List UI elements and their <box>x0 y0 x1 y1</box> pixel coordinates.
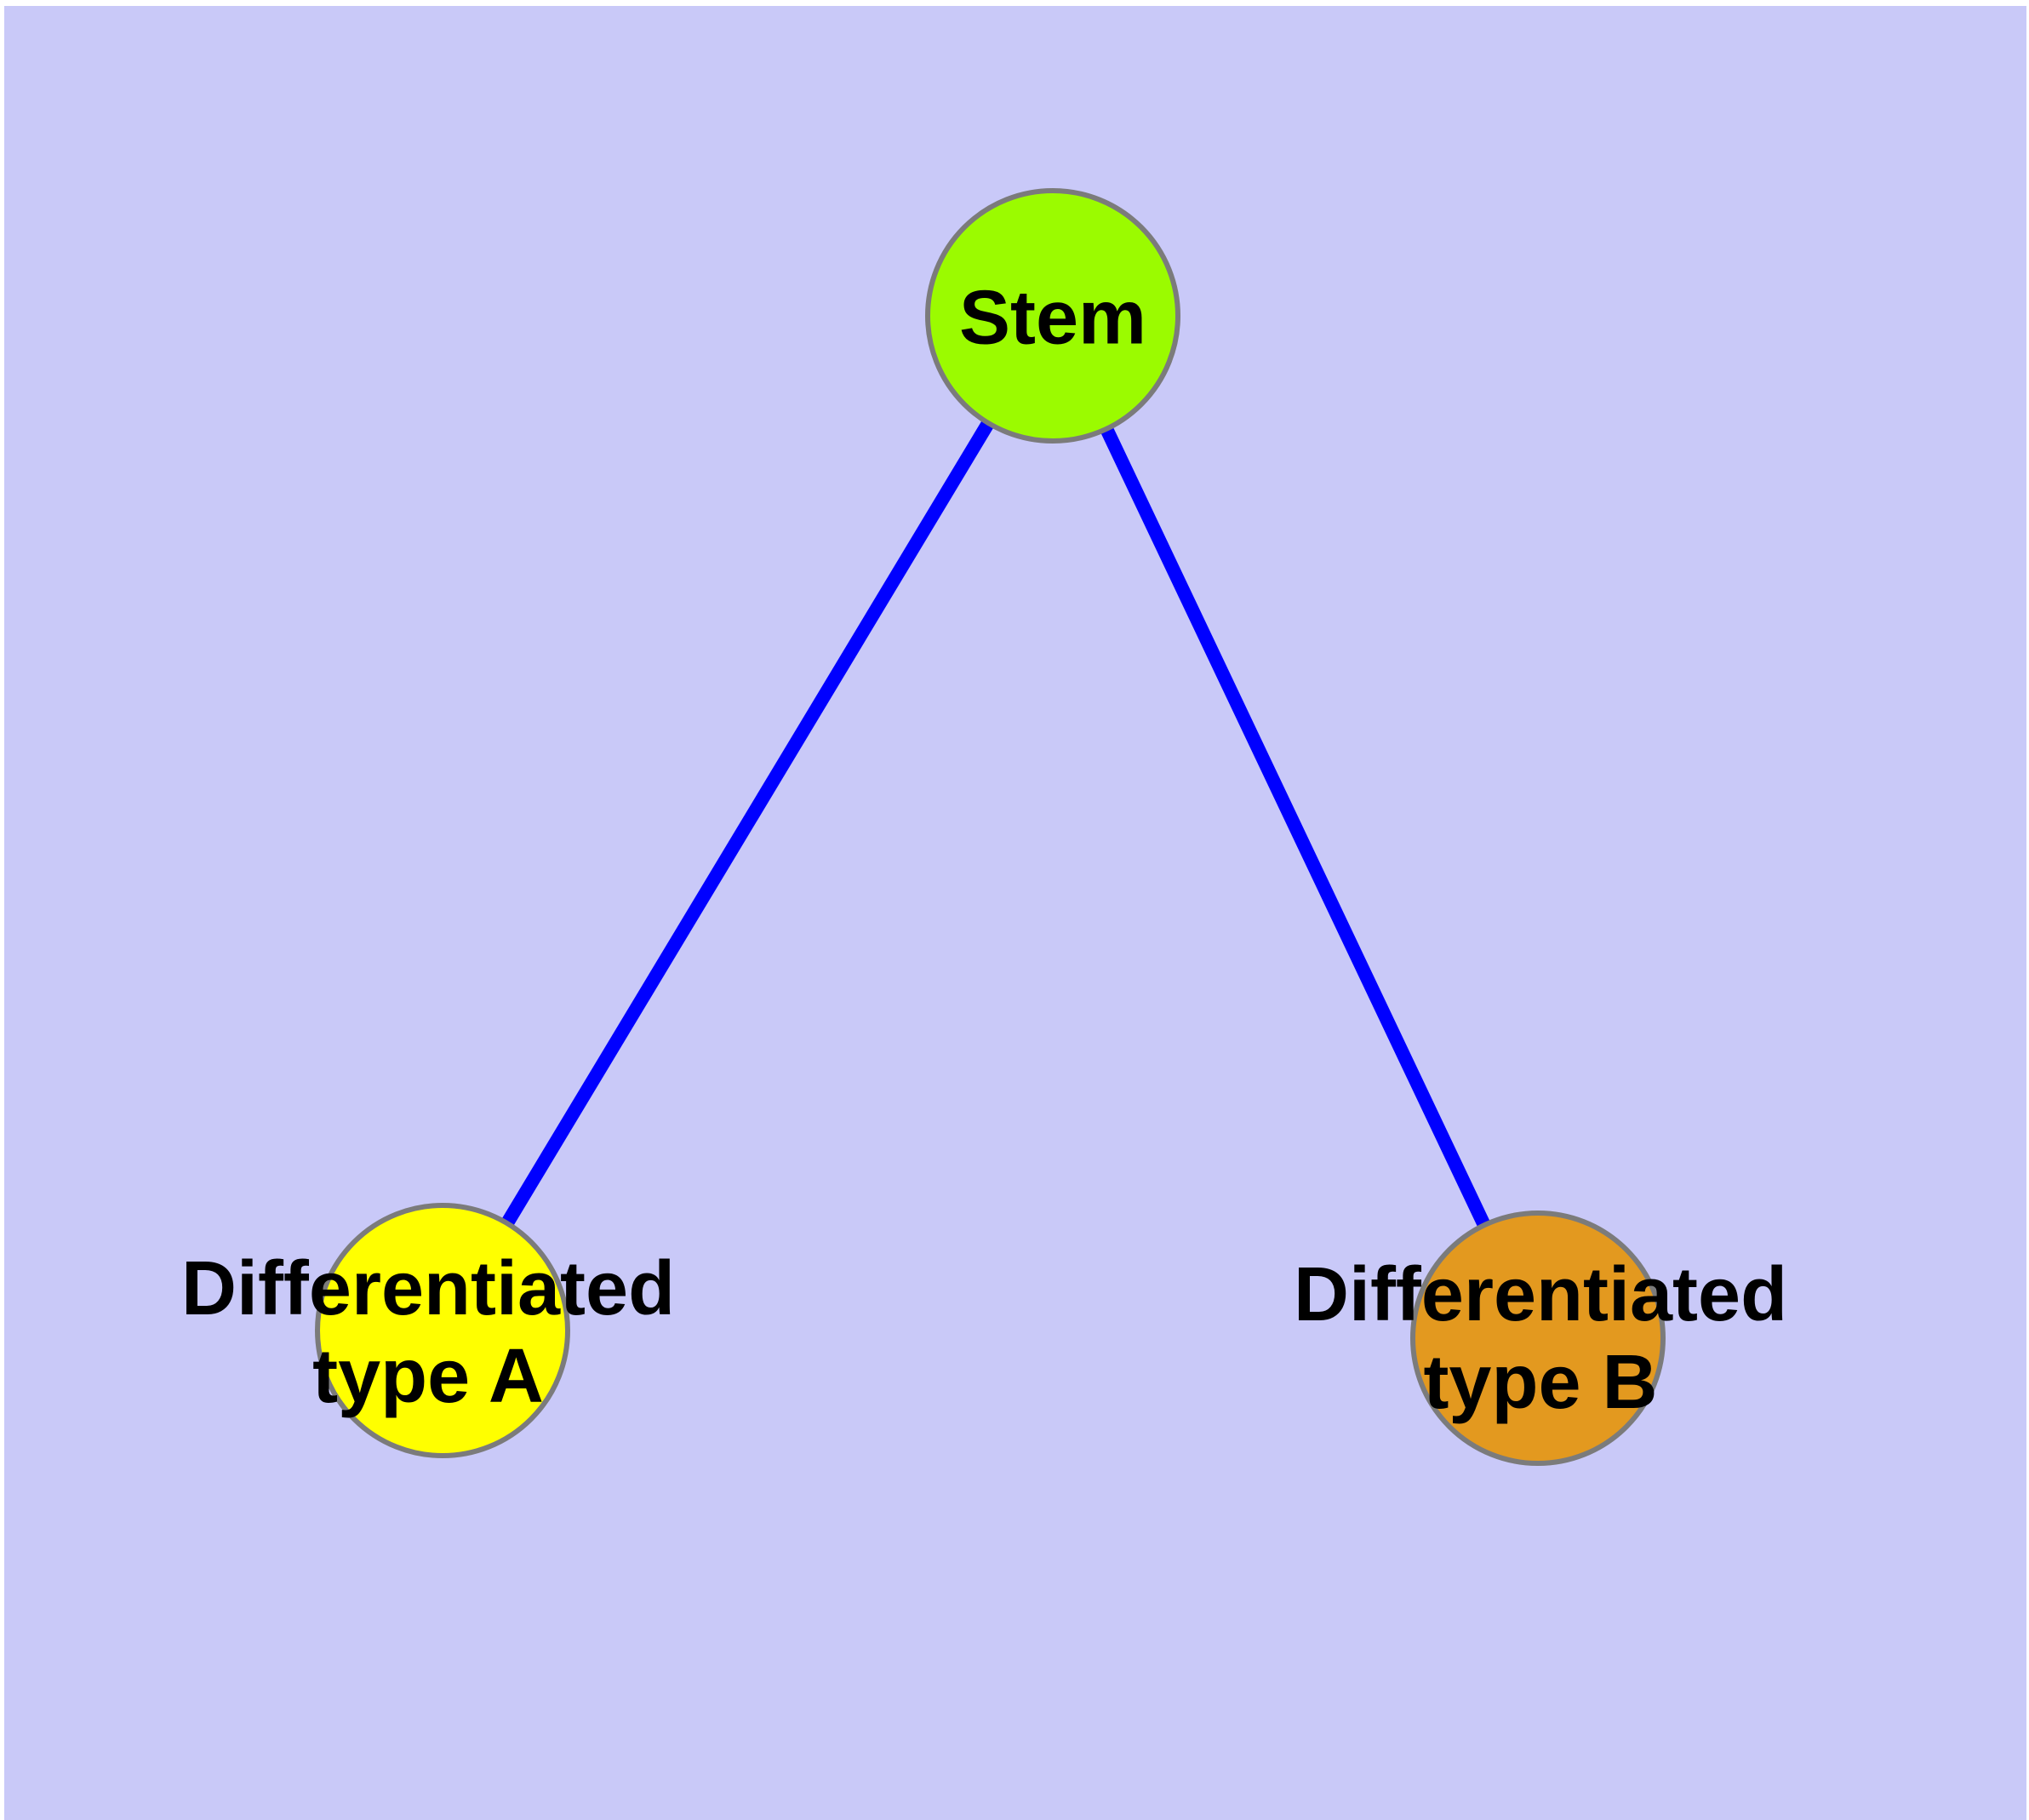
node-differentiated-type-a-label: Differentiated type A <box>180 1246 676 1419</box>
node-stem <box>925 188 1180 444</box>
edge-stem-to-type-b <box>1046 312 1545 1342</box>
node-differentiated-type-b <box>1410 1210 1666 1466</box>
edge-stem-to-type-a <box>437 312 1059 1335</box>
node-differentiated-type-b-label: Differentiated type B <box>1293 1252 1788 1425</box>
node-differentiated-type-a <box>315 1203 570 1458</box>
node-stem-label: Stem <box>958 275 1147 361</box>
